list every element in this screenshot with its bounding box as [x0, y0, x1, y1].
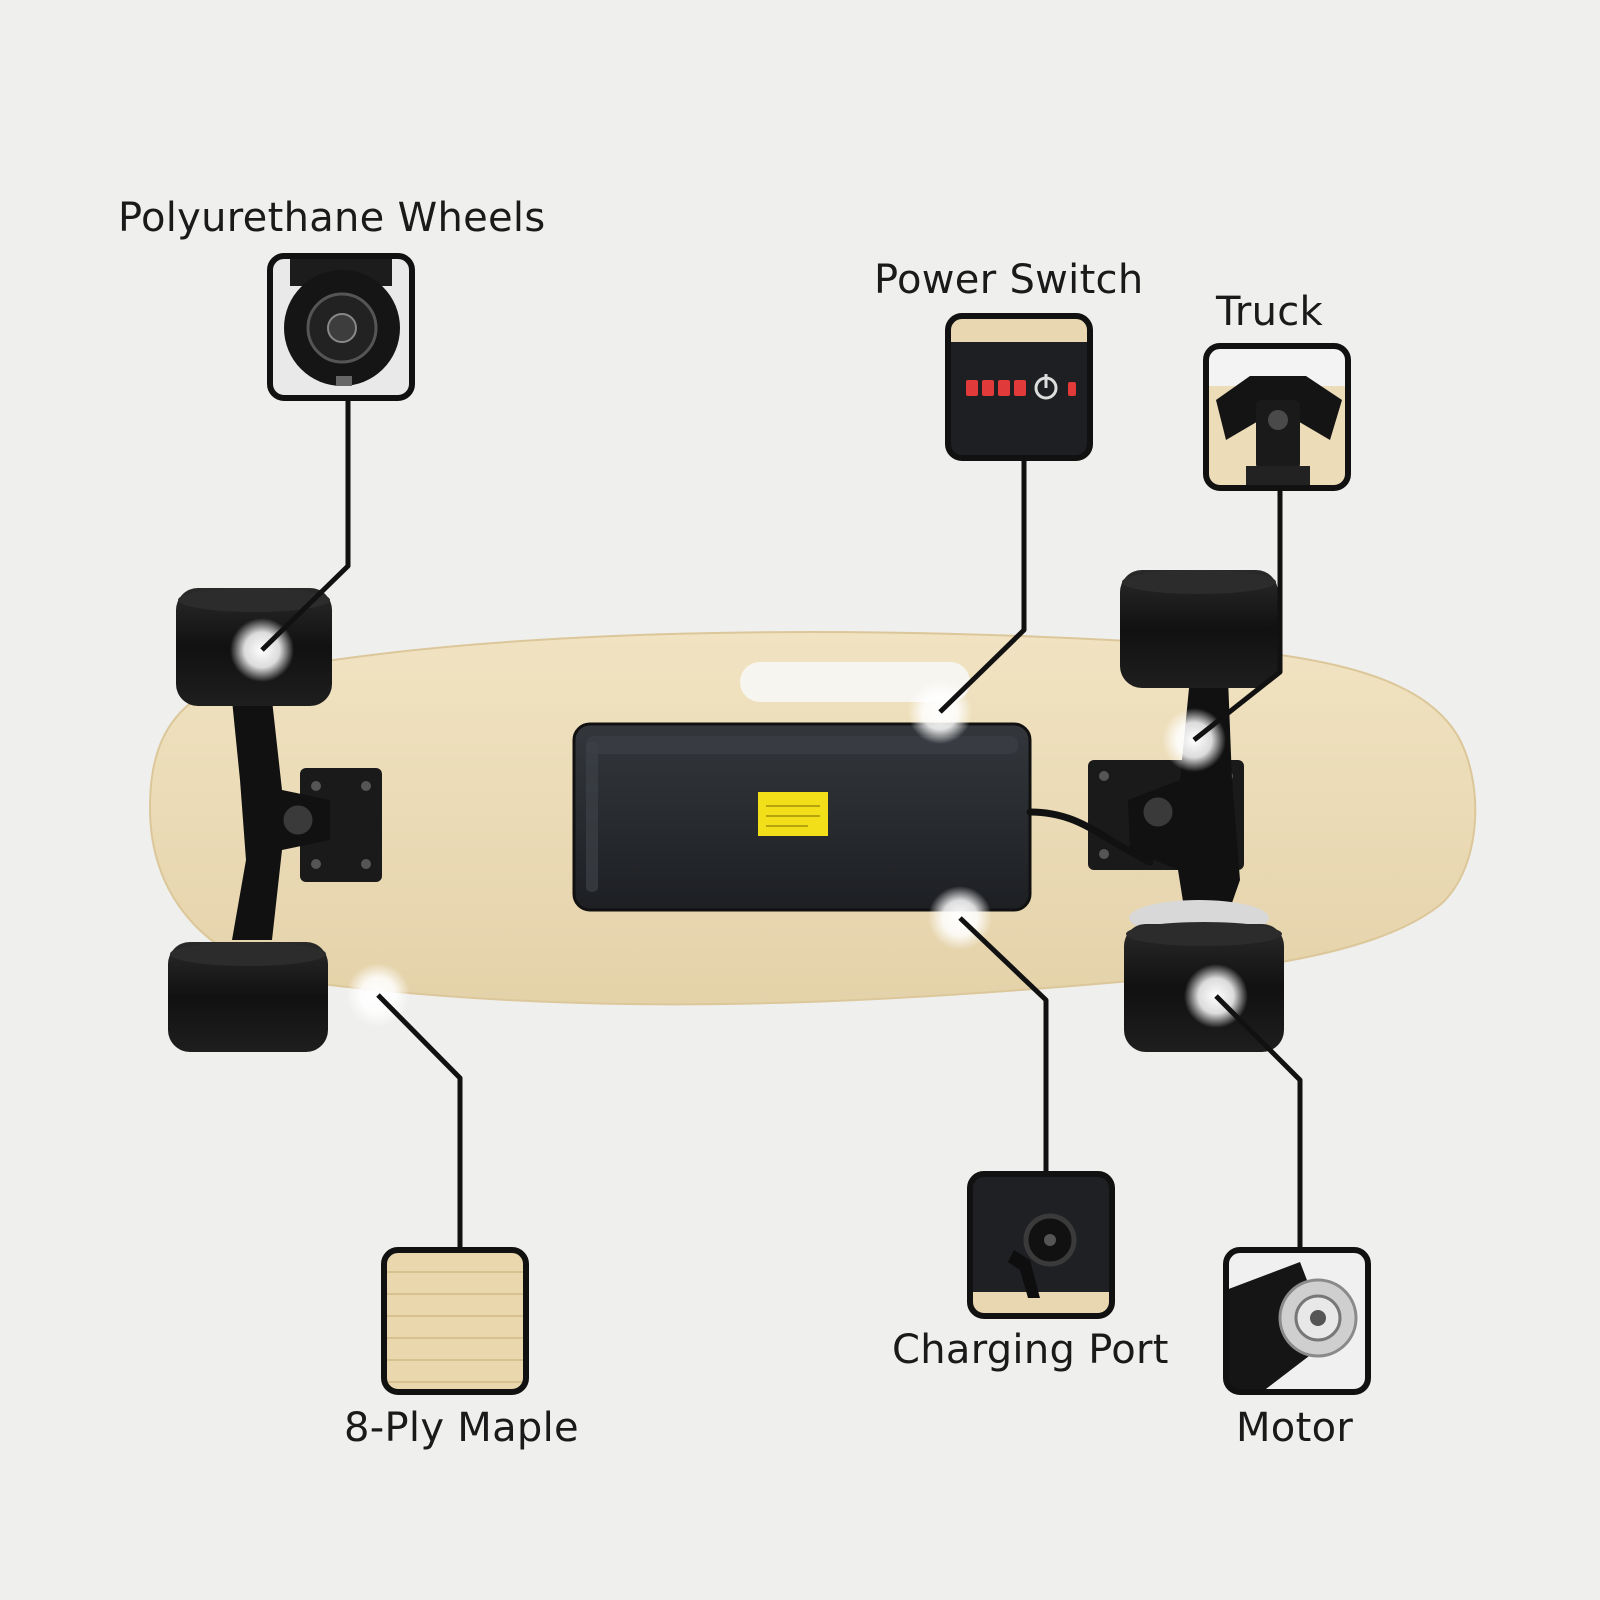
label-polyurethane-wheels: Polyurethane Wheels — [118, 195, 546, 241]
thumb-truck — [1203, 343, 1351, 491]
leader-line-motor — [1214, 994, 1303, 1250]
thumb-polyurethane-wheels — [267, 253, 415, 401]
label-8-ply-maple: 8-Ply Maple — [344, 1405, 579, 1451]
thumb-power-switch — [945, 313, 1093, 461]
leader-line-power — [938, 458, 1027, 714]
thumb-8-ply-maple — [381, 1247, 529, 1395]
thumb-motor — [1223, 1247, 1371, 1395]
motor-cable — [1026, 808, 1154, 866]
warning-sticker — [758, 792, 828, 836]
left-baseplate — [300, 768, 382, 882]
right-kingpin-nut — [1140, 794, 1176, 830]
label-charging-port: Charging Port — [892, 1327, 1169, 1373]
leader-line-truck — [1192, 488, 1283, 742]
label-power-switch: Power Switch — [874, 257, 1144, 303]
leader-line-port — [958, 916, 1049, 1174]
thumb-charging-port — [967, 1171, 1115, 1319]
front-right-wheel — [168, 942, 328, 1052]
left-kingpin-nut — [280, 802, 316, 838]
leader-line-wheels — [260, 398, 351, 652]
leader-line-maple — [376, 993, 463, 1250]
label-truck: Truck — [1216, 289, 1324, 335]
rear-top-wheel — [1120, 570, 1278, 688]
handle-cutout — [740, 662, 970, 702]
label-motor: Motor — [1236, 1405, 1354, 1451]
